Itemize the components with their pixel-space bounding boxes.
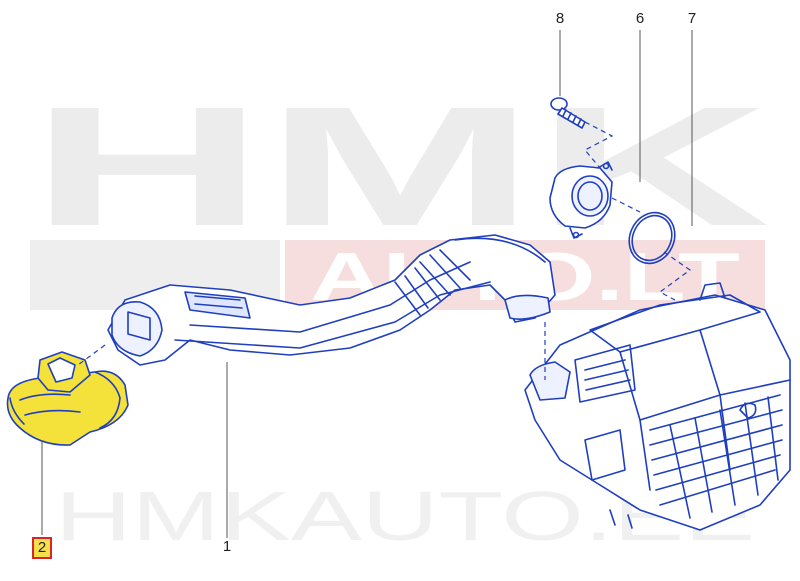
callout-1-text: 1 [222,538,232,555]
callout-7-text: 7 [687,10,697,27]
callout-1[interactable]: 1 [218,538,236,556]
intercooler-icon [524,282,791,531]
callout-8-text: 8 [555,10,565,27]
air-hose-icon[interactable] [107,234,556,366]
callout-2-text: 2 [37,539,47,556]
flange-icon[interactable] [549,161,613,239]
assembly-lines [77,121,692,380]
callout-8[interactable]: 8 [551,10,569,28]
callout-6-text: 6 [635,10,645,27]
callout-2[interactable]: 2 [32,537,52,559]
callout-leaders [41,30,693,538]
callout-6[interactable]: 6 [631,10,649,28]
callout-7[interactable]: 7 [683,10,701,28]
screw-icon[interactable] [550,97,586,129]
o-ring-icon[interactable] [621,205,683,271]
watermark-top: HMK [30,72,770,262]
air-duct-icon[interactable] [6,351,129,446]
